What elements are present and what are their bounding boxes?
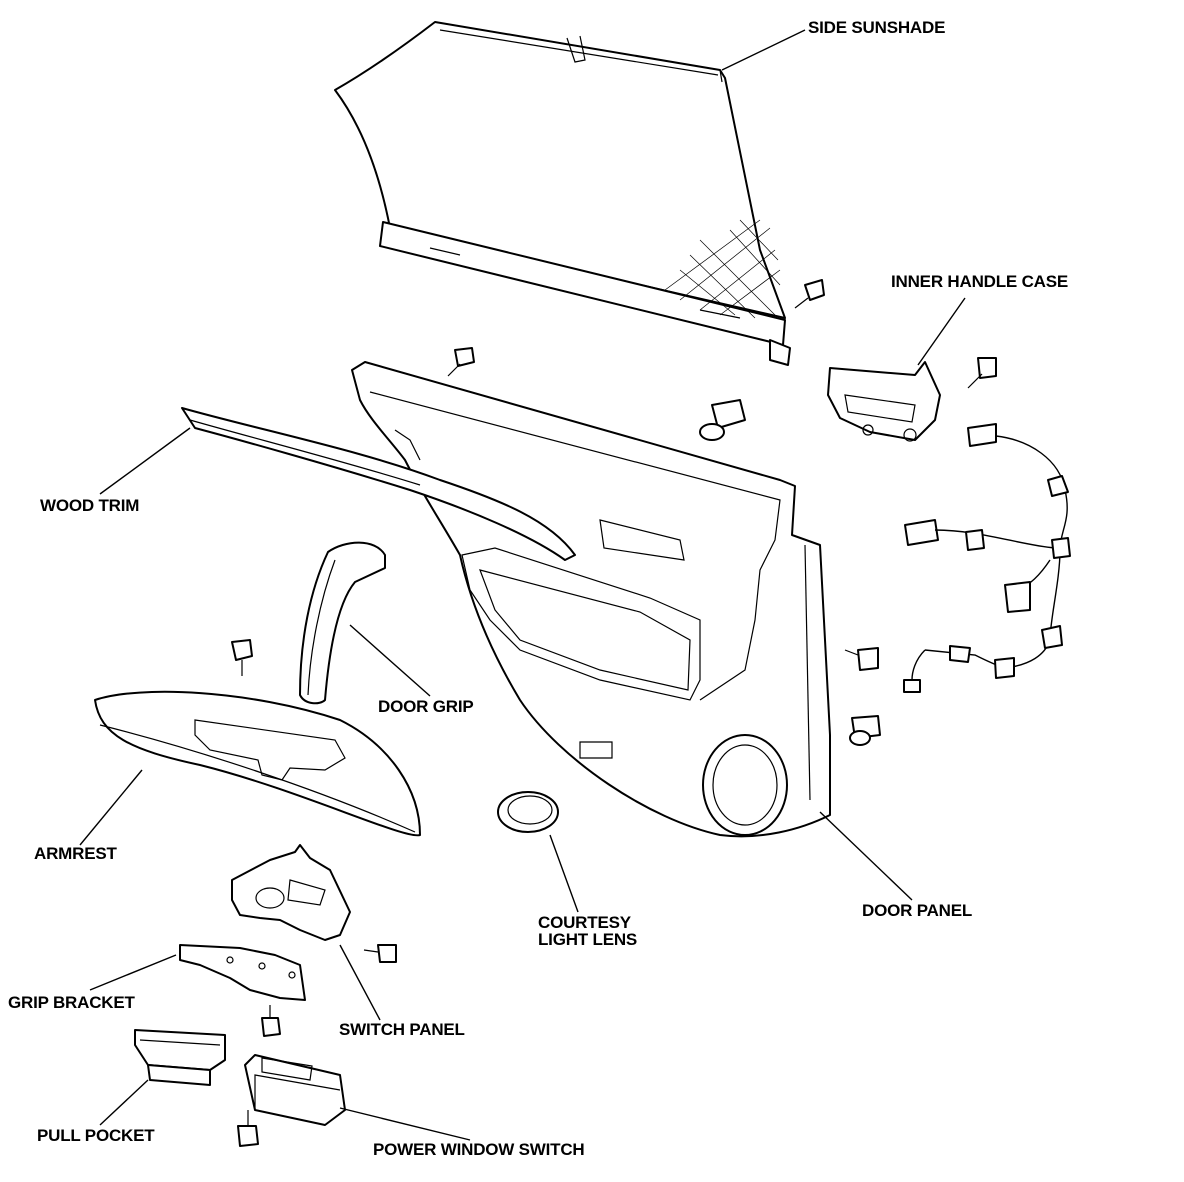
label-door-panel: DOOR PANEL bbox=[862, 901, 973, 920]
wire-harness-part bbox=[903, 423, 1071, 693]
label-armrest: ARMREST bbox=[34, 844, 117, 863]
label-door-grip: DOOR GRIP bbox=[378, 697, 474, 716]
screw-icon bbox=[447, 347, 475, 377]
door-grip-part bbox=[299, 541, 386, 705]
label-side-sunshade: SIDE SUNSHADE bbox=[808, 18, 946, 37]
label-power-window-switch: POWER WINDOW SWITCH bbox=[373, 1140, 585, 1159]
grip-bracket-part bbox=[179, 944, 306, 1001]
screw-icon bbox=[237, 1110, 259, 1147]
label-pull-pocket: PULL POCKET bbox=[37, 1126, 155, 1145]
pull-pocket-part bbox=[134, 1029, 226, 1086]
screw-icon bbox=[231, 639, 253, 676]
armrest-part bbox=[94, 690, 421, 837]
screw-icon bbox=[363, 944, 397, 963]
screw-icon bbox=[967, 357, 997, 389]
inner-handle-case-part bbox=[827, 361, 941, 442]
clip-icon bbox=[844, 647, 879, 671]
courtesy-light-lens-part bbox=[497, 791, 559, 833]
door-panel-part bbox=[351, 361, 831, 838]
switch-panel-part bbox=[231, 844, 351, 941]
leader-lines bbox=[79, 29, 966, 1141]
power-window-switch-part bbox=[244, 1054, 346, 1126]
label-inner-handle-case: INNER HANDLE CASE bbox=[891, 272, 1069, 291]
label-switch-panel: SWITCH PANEL bbox=[339, 1020, 465, 1039]
screw-icon bbox=[261, 1005, 281, 1037]
label-wood-trim: WOOD TRIM bbox=[40, 496, 140, 515]
label-courtesy-light-lens-line1: COURTESY bbox=[538, 913, 631, 932]
wood-trim-part bbox=[181, 407, 576, 561]
label-courtesy-light-lens-line2: LIGHT LENS bbox=[538, 930, 638, 949]
label-courtesy-light-lens: COURTESY LIGHT LENS bbox=[538, 914, 637, 948]
clip-icon bbox=[699, 399, 746, 441]
screw-icon bbox=[794, 279, 825, 309]
label-grip-bracket: GRIP BRACKET bbox=[8, 993, 135, 1012]
side-sunshade-part bbox=[334, 21, 791, 366]
clip-icon bbox=[849, 715, 881, 746]
